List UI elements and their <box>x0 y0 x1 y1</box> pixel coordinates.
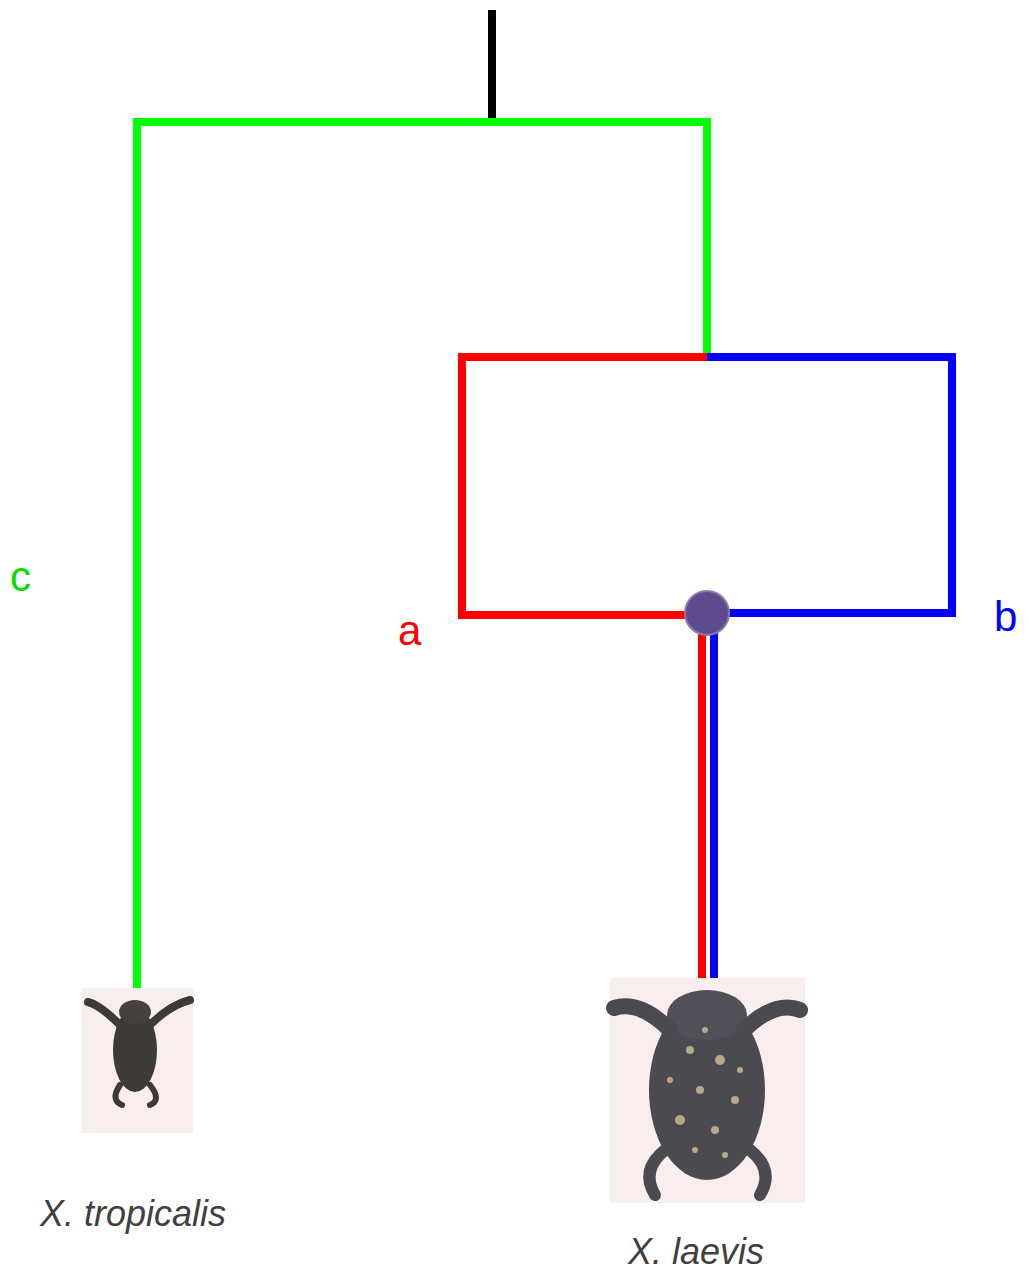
blue-branch <box>707 357 952 613</box>
frog-photo <box>610 978 805 1203</box>
green-branch <box>137 122 707 990</box>
blue-branch <box>710 630 718 978</box>
red-branch <box>462 357 707 615</box>
branch-label: c <box>10 554 31 600</box>
hybridization-dot <box>685 591 729 635</box>
branch-label: a <box>398 608 421 654</box>
red-branch <box>698 630 706 978</box>
species-name: X. tropicalis <box>40 1194 226 1234</box>
frog-photo <box>82 988 193 1133</box>
root-branch <box>488 10 496 120</box>
species-name: X. laevis <box>628 1232 764 1272</box>
branch-label: b <box>994 594 1017 640</box>
